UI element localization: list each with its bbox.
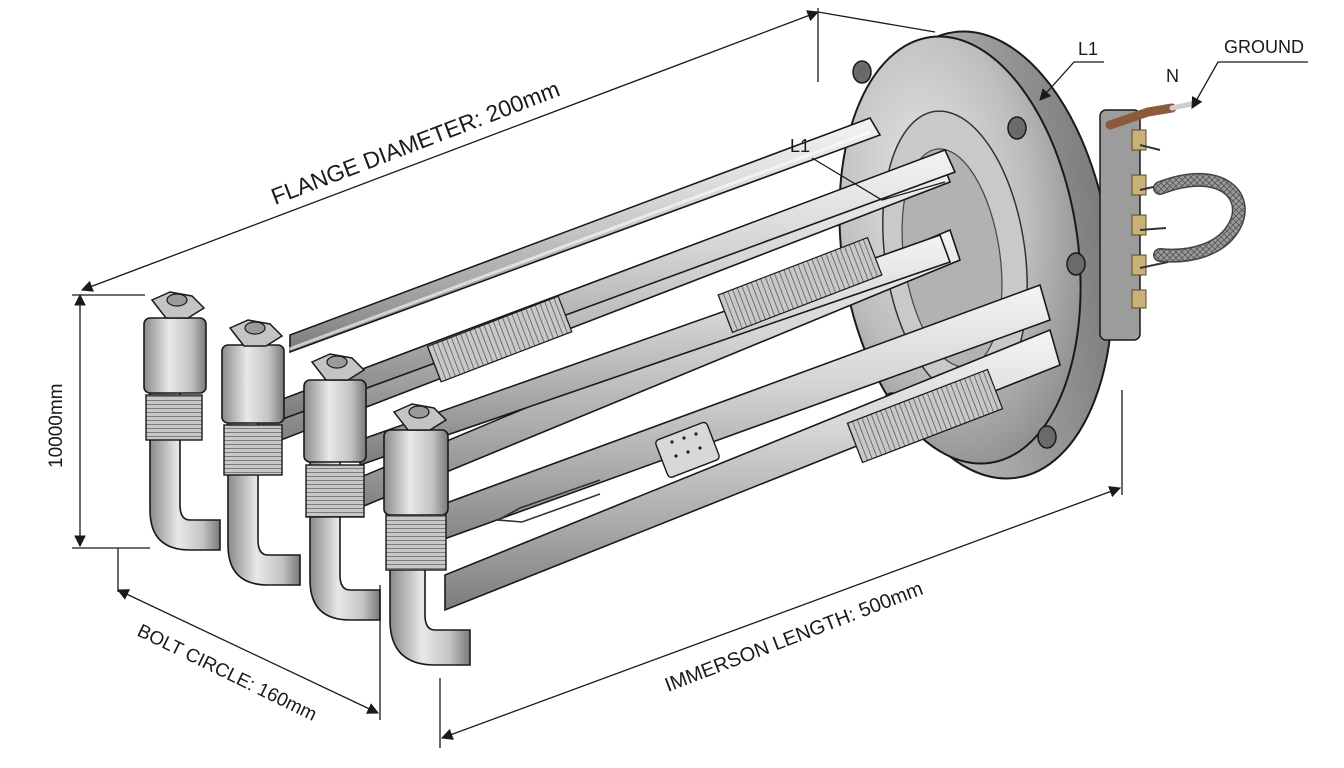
terminal-lug	[1131, 174, 1147, 196]
thread-section	[305, 464, 365, 518]
l1-tube-leader	[811, 157, 946, 201]
sensor-clip	[655, 421, 720, 478]
l1-top-leader	[1039, 61, 1104, 101]
callout-ground: GROUND	[1224, 37, 1304, 57]
bolt-hole	[1007, 116, 1027, 140]
bolt-hole	[852, 60, 872, 84]
bolt-circle-line	[116, 589, 380, 714]
thread-section	[145, 394, 203, 441]
dimension-lines	[72, 8, 1308, 748]
thread-section	[223, 424, 283, 476]
terminal-lug	[1131, 289, 1147, 309]
bolt-hole	[1066, 252, 1086, 276]
ground-leader	[1191, 61, 1308, 110]
thread-section	[846, 368, 1004, 464]
thread-section	[426, 295, 573, 383]
flange-diameter-line	[80, 10, 820, 292]
ground-wire	[1105, 103, 1177, 130]
terminal-block	[1099, 100, 1246, 341]
tube-fitting	[383, 429, 449, 516]
immersion-length-label: IMMERSON LENGTH: 500mm	[662, 578, 926, 697]
tube-fitting	[143, 317, 207, 394]
height-label: 10000mm	[46, 384, 67, 469]
tube-fitting	[303, 379, 367, 463]
bolt-circle-label: BOLT CIRCLE: 160mm	[134, 621, 320, 726]
thread-section	[385, 514, 447, 571]
tube-fitting	[221, 344, 285, 424]
terminal-lug	[1131, 214, 1147, 236]
callout-l1-top: L1	[1078, 39, 1098, 59]
callout-n: N	[1166, 66, 1179, 86]
immersion-length-line	[440, 486, 1122, 740]
terminal-lug	[1131, 254, 1147, 276]
bolt-hole	[1037, 425, 1057, 449]
flange-diameter-label: FLANGE DIAMETER: 200mm	[267, 75, 563, 209]
callout-l1-tube: L1	[790, 136, 810, 156]
